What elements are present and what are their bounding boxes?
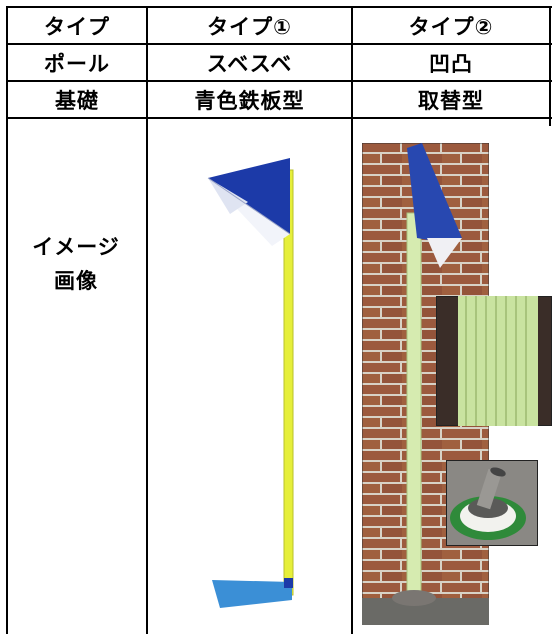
- blue-base-plate: [212, 580, 292, 608]
- flag-white-part-2: [208, 178, 248, 214]
- header-type-2: タイプ②: [408, 14, 494, 39]
- corner-flag-type1-image: [207, 158, 294, 608]
- table-col-divider-1: [146, 6, 148, 634]
- base-type-1: 青色鉄板型: [194, 88, 305, 113]
- flag-blue-part: [208, 158, 290, 234]
- table-rule-2: [6, 80, 552, 82]
- green-pole: [406, 212, 422, 594]
- pole-ridges-closeup: [436, 296, 552, 426]
- image-label-line1: イメージ: [32, 235, 120, 259]
- pole-base: [392, 590, 436, 606]
- replaceable-base-closeup: [446, 460, 538, 546]
- table-col-divider-2: [351, 6, 353, 634]
- header-type: タイプ: [44, 14, 110, 39]
- header-type-1: タイプ①: [207, 14, 292, 39]
- table-rule-1: [6, 43, 552, 45]
- flag-white-photo: [427, 238, 462, 268]
- table-rule-3: [6, 117, 552, 119]
- flag-blue-photo: [407, 143, 462, 241]
- table-border-right: [549, 6, 551, 126]
- table-border-top: [6, 6, 552, 8]
- row-label-image: イメージ 画像: [6, 230, 146, 298]
- row-label-base: 基礎: [55, 88, 99, 113]
- table-border-left: [6, 6, 8, 634]
- pole-type-1: スベスベ: [206, 51, 293, 76]
- pole-type-2: 凹凸: [429, 51, 473, 76]
- base-type-2: 取替型: [418, 88, 484, 113]
- image-label-line2: 画像: [54, 269, 98, 293]
- row-label-pole: ポール: [44, 51, 110, 76]
